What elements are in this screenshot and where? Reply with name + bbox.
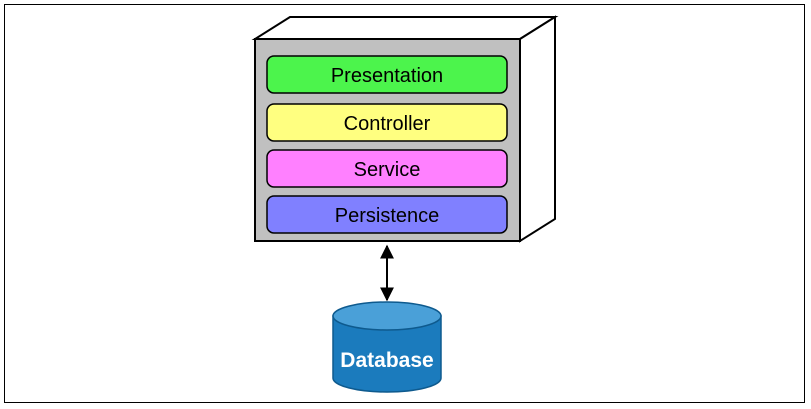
layer-persistence-box bbox=[266, 195, 508, 234]
layer-persistence-label: Persistence bbox=[335, 205, 440, 227]
layer-controller: Controller bbox=[266, 103, 508, 142]
database-body bbox=[332, 315, 442, 393]
layer-service-label: Service bbox=[354, 159, 421, 181]
layer-controller-box bbox=[266, 103, 508, 142]
container-side-face bbox=[519, 15, 556, 243]
container-top-face bbox=[251, 16, 559, 40]
layer-presentation-box bbox=[266, 55, 508, 94]
layer-persistence: Persistence bbox=[266, 195, 508, 234]
database-label: Database bbox=[340, 349, 433, 372]
layer-service-box bbox=[266, 149, 508, 188]
database-cylinder: Database bbox=[332, 301, 442, 393]
database-top bbox=[332, 301, 442, 331]
layer-controller-label: Controller bbox=[344, 113, 431, 135]
layer-presentation: Presentation bbox=[266, 55, 508, 94]
layer-presentation-label: Presentation bbox=[331, 65, 443, 87]
layer-service: Service bbox=[266, 149, 508, 188]
